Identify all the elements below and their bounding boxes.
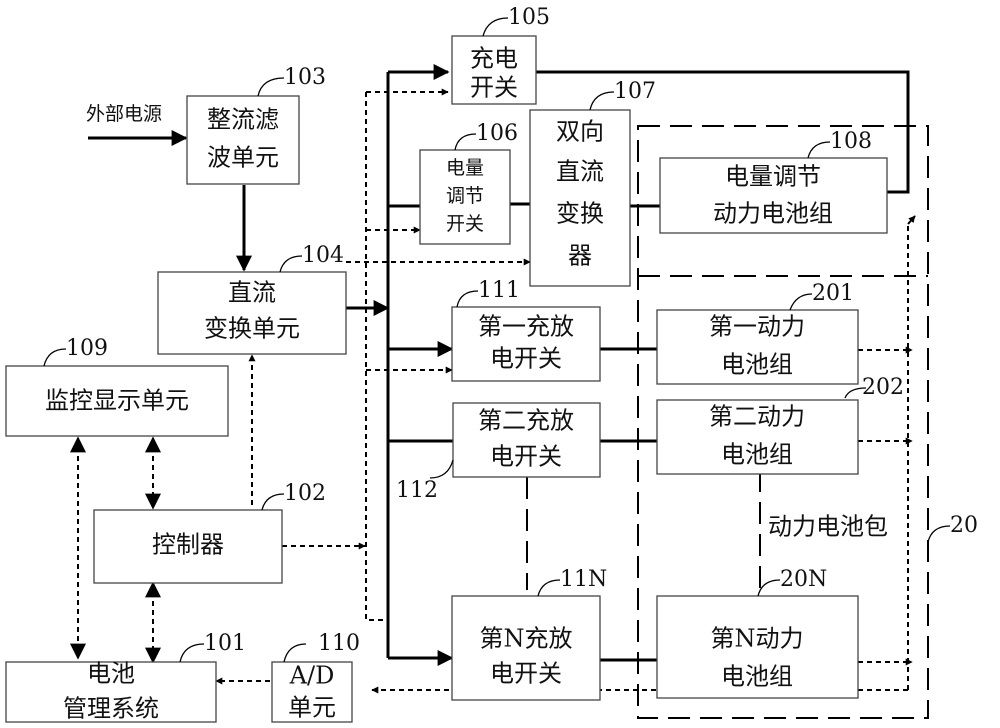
svg-text:开关: 开关: [470, 74, 518, 102]
first-charge-discharge-switch-block: 第一充放 电开关: [451, 306, 601, 382]
svg-text:电池组: 电池组: [721, 441, 793, 469]
svg-text:变换: 变换: [556, 200, 604, 228]
svg-text:108: 108: [830, 129, 872, 154]
nth-battery-block: 第N动力 电池组: [656, 595, 859, 699]
ref-201: 201: [789, 281, 854, 311]
monitor-display-block: 监控显示单元: [5, 365, 229, 437]
second-battery-block: 第二动力 电池组: [656, 399, 859, 475]
svg-text:电开关: 电开关: [490, 345, 562, 373]
svg-text:变换单元: 变换单元: [204, 315, 300, 343]
svg-text:电量: 电量: [446, 157, 484, 179]
ref-101: 101: [179, 631, 246, 663]
ref-102: 102: [261, 481, 326, 511]
svg-text:110: 110: [318, 631, 360, 656]
svg-text:104: 104: [302, 243, 344, 268]
second-charge-discharge-switch-block: 第二充放 电开关: [452, 402, 601, 478]
ref-108: 108: [807, 129, 872, 159]
svg-text:电池组: 电池组: [721, 663, 793, 691]
ref-20: 20: [927, 513, 978, 543]
ad-unit-block: A/D 单元: [271, 661, 353, 723]
svg-text:第一充放: 第一充放: [478, 313, 574, 341]
svg-text:动力电池组: 动力电池组: [713, 200, 833, 228]
quantity-adjust-battery-block: 电量调节 动力电池组: [659, 157, 888, 234]
svg-text:波单元: 波单元: [207, 144, 279, 172]
quantity-adjust-switch-block: 电量 调节 开关: [419, 149, 511, 245]
dc-conversion-unit-block: 直流 变换单元: [157, 271, 347, 355]
svg-text:双向: 双向: [556, 118, 604, 146]
ref-202: 202: [844, 375, 904, 400]
svg-text:第N动力: 第N动力: [711, 625, 804, 653]
svg-text:电池: 电池: [87, 660, 135, 688]
ref-20N: 20N: [757, 567, 827, 597]
svg-text:直流: 直流: [228, 279, 276, 307]
controller-block: 控制器: [93, 509, 283, 584]
ref-110: 110: [283, 631, 360, 663]
svg-text:101: 101: [204, 631, 246, 656]
battery-management-system-block: 电池 管理系统: [5, 660, 217, 723]
svg-text:充电: 充电: [470, 45, 518, 73]
ref-11N: 11N: [537, 567, 607, 597]
svg-text:202: 202: [862, 375, 904, 400]
ref-103: 103: [257, 65, 326, 97]
nth-charge-discharge-switch-block: 第N充放 电开关: [451, 595, 601, 701]
svg-text:第二动力: 第二动力: [709, 403, 805, 431]
svg-text:201: 201: [812, 281, 854, 306]
svg-text:107: 107: [614, 79, 656, 104]
svg-text:第一动力: 第一动力: [709, 313, 805, 341]
svg-text:电量调节: 电量调节: [725, 163, 821, 191]
svg-text:111: 111: [478, 278, 520, 303]
svg-text:106: 106: [476, 121, 518, 146]
ref-111: 111: [456, 278, 520, 308]
svg-text:控制器: 控制器: [152, 531, 224, 559]
svg-text:电开关: 电开关: [490, 660, 562, 688]
svg-text:112: 112: [396, 478, 438, 503]
svg-text:第N充放: 第N充放: [480, 625, 573, 653]
svg-text:第二充放: 第二充放: [478, 407, 574, 435]
ref-106: 106: [454, 121, 518, 151]
svg-text:109: 109: [66, 336, 108, 361]
ref-112: 112: [396, 459, 454, 503]
rectifier-filter-block: 整流滤 波单元: [186, 95, 300, 185]
battery-pack-boundary: [637, 125, 929, 719]
svg-text:A/D: A/D: [289, 662, 335, 690]
ref-104: 104: [279, 243, 344, 273]
svg-text:监控显示单元: 监控显示单元: [45, 387, 189, 415]
svg-text:器: 器: [568, 242, 592, 270]
svg-text:105: 105: [508, 5, 550, 30]
svg-text:电池组: 电池组: [721, 351, 793, 379]
svg-text:11N: 11N: [560, 567, 607, 592]
svg-text:开关: 开关: [446, 213, 484, 235]
ref-107: 107: [589, 79, 656, 111]
svg-text:电开关: 电开关: [490, 443, 562, 471]
battery-pack-label: 动力电池包: [768, 513, 888, 541]
svg-text:调节: 调节: [446, 185, 484, 207]
bidirectional-dc-converter-block: 双向 直流 变换 器: [529, 109, 631, 287]
svg-text:20: 20: [950, 513, 978, 538]
ref-109: 109: [43, 336, 108, 367]
charge-switch-block: 充电 开关: [451, 35, 537, 105]
svg-text:管理系统: 管理系统: [63, 695, 159, 723]
ref-105: 105: [482, 5, 550, 37]
external-power-label: 外部电源: [86, 103, 162, 125]
svg-text:整流滤: 整流滤: [207, 106, 279, 134]
first-battery-block: 第一动力 电池组: [656, 309, 859, 385]
svg-text:20N: 20N: [780, 567, 827, 592]
svg-text:直流: 直流: [556, 158, 604, 186]
svg-text:102: 102: [284, 481, 326, 506]
svg-text:单元: 单元: [288, 694, 336, 722]
svg-text:103: 103: [284, 65, 326, 90]
